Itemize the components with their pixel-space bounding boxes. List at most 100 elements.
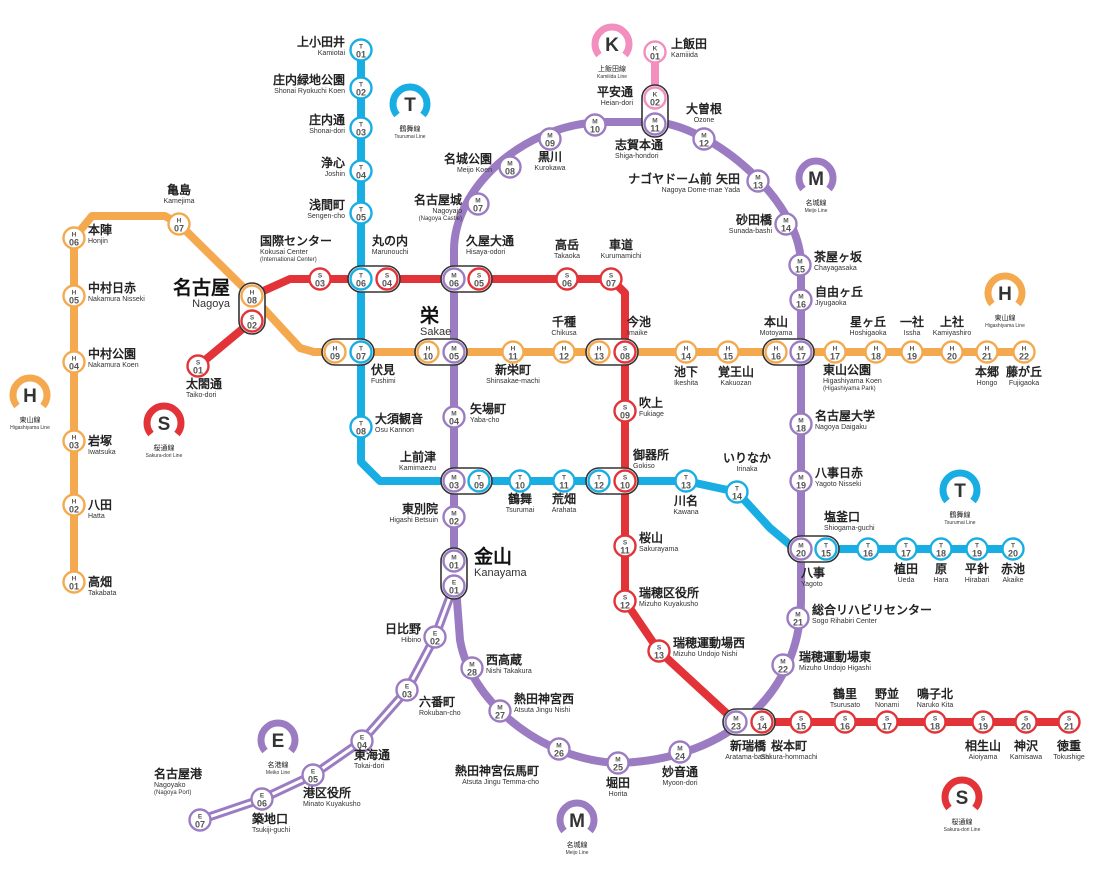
station-fushimi-badge-t07[interactable]: T07 <box>349 340 373 364</box>
station-nagoya-daigaku-badge-m18[interactable]: M18 <box>789 412 813 436</box>
station-takabata-badge-h01[interactable]: H01 <box>62 570 86 594</box>
station-ikeshita-badge-h14[interactable]: H14 <box>674 340 698 364</box>
station-gokiso-badge-t12[interactable]: T12 <box>587 469 611 493</box>
station-atsuta-jingu-temma-cho-badge-m26[interactable]: M26 <box>547 737 571 761</box>
station-yagoto-badge-t15[interactable]: T15 <box>814 537 838 561</box>
station-joshin-badge-t04[interactable]: T04 <box>349 159 373 183</box>
station-nakamura-nisseki-badge-h05[interactable]: H05 <box>62 284 86 308</box>
station-kamiiida-badge-k01[interactable]: K01 <box>643 40 667 64</box>
station-fujigaoka-badge-h22[interactable]: H22 <box>1012 340 1036 364</box>
station-sakurayama-badge-s11[interactable]: S11 <box>613 534 637 558</box>
station-yagoto-badge-m20[interactable]: M20 <box>789 537 813 561</box>
station-naruko-kita-badge-s18[interactable]: S18 <box>923 710 947 734</box>
station-hisaya-odori-badge-s05[interactable]: S05 <box>467 267 491 291</box>
station-tsurumai-badge-t10[interactable]: T10 <box>508 469 532 493</box>
station-sakae-badge-m05[interactable]: M05 <box>442 340 466 364</box>
station-nagoya-badge-h08[interactable]: H08 <box>240 284 264 308</box>
station-tsurusato-badge-s16[interactable]: S16 <box>833 710 857 734</box>
station-tokushige-badge-s21[interactable]: S21 <box>1057 710 1081 734</box>
station-mizuho-undojo-nishi-badge-s13[interactable]: S13 <box>647 639 671 663</box>
station-hongo-badge-h21[interactable]: H21 <box>975 340 999 364</box>
station-chayagasaka-badge-m15[interactable]: M15 <box>788 253 812 277</box>
station-rokuban-cho-badge-e03[interactable]: E03 <box>395 678 419 702</box>
station-hoshigaoka-badge-h18[interactable]: H18 <box>864 340 888 364</box>
station-aratama-bashi-badge-m23[interactable]: M23 <box>724 710 748 734</box>
station-tokai-dori-badge-e04[interactable]: E04 <box>350 729 374 753</box>
station-sakae-badge-h10[interactable]: H10 <box>416 340 440 364</box>
station-shiga-hondori-badge-m10[interactable]: M10 <box>583 113 607 137</box>
station-shiogama-guchi-badge-t16[interactable]: T16 <box>856 537 880 561</box>
station-nishi-takakura-badge-m28[interactable]: M28 <box>460 656 484 680</box>
station-honjin-badge-h06[interactable]: H06 <box>62 226 86 250</box>
station-shinsakae-machi-badge-h11[interactable]: H11 <box>501 340 525 364</box>
station-aratama-bashi-badge-s14[interactable]: S14 <box>750 710 774 734</box>
station-mizuho-kuyakusho-badge-s12[interactable]: S12 <box>613 589 637 613</box>
station-shonai-dori-badge-t03[interactable]: T03 <box>349 116 373 140</box>
station-kamimaezu-badge-t09[interactable]: T09 <box>467 469 491 493</box>
station-hisaya-odori-badge-m06[interactable]: M06 <box>442 267 466 291</box>
station-kamimaezu-badge-m03[interactable]: M03 <box>442 469 466 493</box>
station-marunouchi-badge-t06[interactable]: T06 <box>349 267 373 291</box>
station-ozone-badge-m12[interactable]: M12 <box>692 127 716 151</box>
station-kanayama-badge-m01[interactable]: M01 <box>442 549 466 573</box>
station-nakamura-koen-badge-h04[interactable]: H04 <box>62 350 86 374</box>
station-hibino-badge-e02[interactable]: E02 <box>423 625 447 649</box>
station-horita-badge-m25[interactable]: M25 <box>606 751 630 775</box>
station-jiyugaoka-badge-m16[interactable]: M16 <box>789 288 813 312</box>
station-kurumamichi-badge-s07[interactable]: S07 <box>599 267 623 291</box>
station-motoyama-badge-m17[interactable]: M17 <box>789 340 813 364</box>
station-kanayama-badge-e01[interactable]: E01 <box>442 574 466 598</box>
station-kamisawa-badge-s20[interactable]: S20 <box>1014 710 1038 734</box>
station-irinaka-badge-t14[interactable]: T14 <box>725 480 749 504</box>
station-taiko-dori-badge-s01[interactable]: S01 <box>186 354 210 378</box>
station-meijo-koen-badge-m08[interactable]: M08 <box>498 155 522 179</box>
station-kokusai-center-badge-s03[interactable]: S03 <box>308 267 332 291</box>
station-kakuozan-badge-h15[interactable]: H15 <box>716 340 740 364</box>
station-heian-dori-badge-k02[interactable]: K02 <box>643 86 667 110</box>
station-aioiyama-badge-s19[interactable]: S19 <box>971 710 995 734</box>
station-fukiage-badge-s09[interactable]: S09 <box>613 399 637 423</box>
station-kurokawa-badge-m09[interactable]: M09 <box>538 127 562 151</box>
station-issha-badge-h19[interactable]: H19 <box>900 340 924 364</box>
station-yagoto-nisseki-badge-m19[interactable]: M19 <box>789 469 813 493</box>
station-nagoya-dome-mae-yada-badge-m13[interactable]: M13 <box>746 169 770 193</box>
station-sengen-cho-badge-t05[interactable]: T05 <box>349 201 373 225</box>
station-heian-dori-badge-m11[interactable]: M11 <box>643 112 667 136</box>
station-arahata-badge-t11[interactable]: T11 <box>552 469 576 493</box>
station-minato-kuyakusho-badge-e05[interactable]: E05 <box>301 763 325 787</box>
station-kamejima-badge-h07[interactable]: H07 <box>167 212 191 236</box>
station-hirabari-badge-t19[interactable]: T19 <box>965 537 989 561</box>
station-hatta-badge-h02[interactable]: H02 <box>62 493 86 517</box>
station-nonami-badge-s17[interactable]: S17 <box>875 710 899 734</box>
station-iwatsuka-badge-h03[interactable]: H03 <box>62 429 86 453</box>
station-imaike-badge-h13[interactable]: H13 <box>587 340 611 364</box>
station-myoon-dori-badge-m24[interactable]: M24 <box>668 740 692 764</box>
station-sunada-bashi-badge-m14[interactable]: M14 <box>774 212 798 236</box>
station-kamiyashiro-badge-h20[interactable]: H20 <box>940 340 964 364</box>
station-higashiyama-koen-badge-h17[interactable]: H17 <box>823 340 847 364</box>
station-mizuho-undojo-higashi-badge-m22[interactable]: M22 <box>771 653 795 677</box>
station-akaike-badge-t20[interactable]: T20 <box>1001 537 1025 561</box>
station-sogo-rihabiri-center-badge-m21[interactable]: M21 <box>786 606 810 630</box>
station-nagoya-badge-s02[interactable]: S02 <box>240 309 264 333</box>
station-higashi-betsuin-badge-m02[interactable]: M02 <box>442 505 466 529</box>
station-hara-badge-t18[interactable]: T18 <box>929 537 953 561</box>
station-shonai-ryokuchi-koen-badge-t02[interactable]: T02 <box>349 76 373 100</box>
station-imaike-badge-s08[interactable]: S08 <box>613 340 637 364</box>
station-osu-kannon-badge-t08[interactable]: T08 <box>349 415 373 439</box>
station-nagoyajo-badge-m07[interactable]: M07 <box>466 192 490 216</box>
station-kamiotai-badge-t01[interactable]: T01 <box>349 38 373 62</box>
station-nagoyako-badge-e07[interactable]: E07 <box>188 808 212 832</box>
station-motoyama-badge-h16[interactable]: H16 <box>764 340 788 364</box>
station-kawana-badge-t13[interactable]: T13 <box>674 469 698 493</box>
station-fushimi-badge-h09[interactable]: H09 <box>323 340 347 364</box>
station-yaba-cho-badge-m04[interactable]: M04 <box>442 405 466 429</box>
station-ueda-badge-t17[interactable]: T17 <box>894 537 918 561</box>
station-gokiso-badge-s10[interactable]: S10 <box>613 469 637 493</box>
station-sakura-hommachi-badge-s15[interactable]: S15 <box>789 710 813 734</box>
station-chikusa-badge-h12[interactable]: H12 <box>552 340 576 364</box>
station-takaoka-badge-s06[interactable]: S06 <box>555 267 579 291</box>
station-tsukiji-guchi-badge-e06[interactable]: E06 <box>250 787 274 811</box>
station-atsuta-jingu-nishi-badge-m27[interactable]: M27 <box>488 699 512 723</box>
station-marunouchi-badge-s04[interactable]: S04 <box>375 267 399 291</box>
